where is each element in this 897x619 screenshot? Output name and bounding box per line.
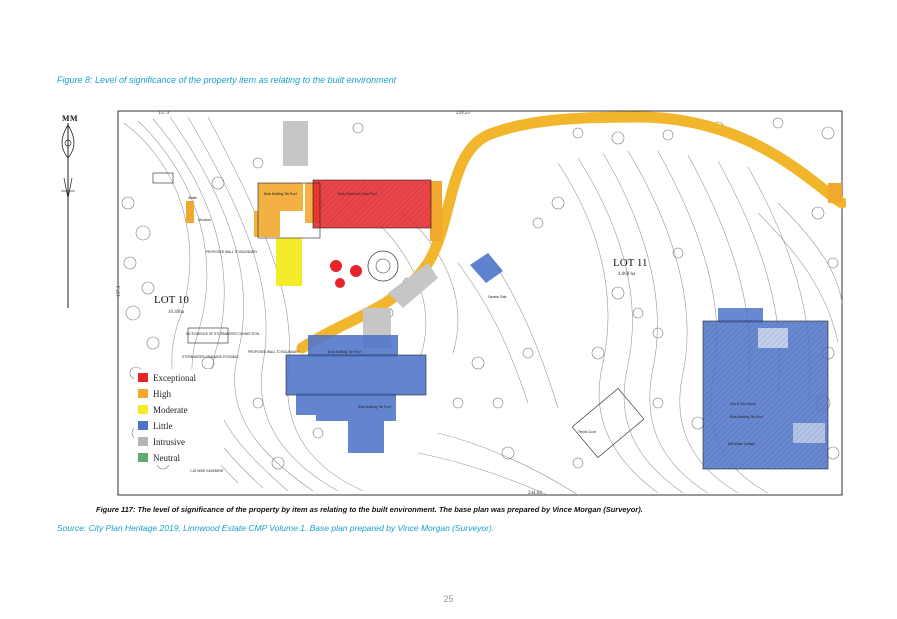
legend-item-moderate: Moderate — [138, 405, 187, 415]
label-brick-building-lower: Brick Building Tile Roof — [328, 350, 361, 354]
lot-10-area: 10.40ha — [168, 310, 185, 315]
driveway-roundabout — [367, 250, 399, 282]
legend-label: Moderate — [153, 405, 187, 415]
label-existing-drain: NO EVIDENCE OF STORMWATER CONNECTION — [186, 332, 260, 336]
legend-item-intrusive: Intrusive — [138, 437, 185, 447]
label-structure: Structure — [198, 218, 211, 222]
dimension-bottom: 244.64 — [528, 491, 542, 496]
label-stormwater: STORMWATER DRAINAGE POSSIBLE — [182, 355, 239, 359]
label-easement: 1.25 WIDE EASEMENT — [190, 469, 224, 473]
legend-swatch — [138, 437, 148, 446]
exceptional-significance-areas — [313, 180, 431, 288]
label-proposed-wall-2: PROPOSED WALL TO BOUNDARY — [248, 350, 300, 354]
legend-item-exceptional: Exceptional — [138, 373, 196, 383]
building-outlines — [152, 172, 829, 470]
legend-item-little: Little — [138, 421, 173, 431]
legend: Exceptional High Moderate Little Intrusi… — [134, 369, 224, 465]
inner-figure-caption: Figure 117: The level of significance of… — [96, 505, 643, 514]
figure-caption: Figure 8: Level of significance of the p… — [57, 75, 397, 85]
lot-11-label: LOT 11 — [613, 257, 648, 269]
dimension-top: 239.53 — [456, 111, 470, 116]
label-brick-building-south: Brick Building Tile Roof — [358, 405, 391, 409]
label-two-storey: One & Two Storey — [730, 402, 756, 406]
label-main-residence: Brick Residence Slate Roof — [338, 192, 377, 196]
moderate-significance-area — [276, 238, 302, 286]
source-note: Source: City Plan Heritage 2019, Linnwoo… — [57, 523, 495, 533]
label-brick-building-left: Brick Building Tile Roof — [264, 192, 297, 196]
legend-label: Little — [153, 421, 173, 431]
page-number: 25 — [443, 594, 454, 604]
legend-item-high: High — [138, 389, 172, 399]
legend-label: High — [153, 389, 172, 399]
legend-label: Exceptional — [153, 373, 196, 383]
legend-swatch — [138, 453, 148, 462]
label-tennis-court: Tennis Court — [578, 430, 596, 434]
label-proposed-wall-1: PROPOSED WALL TO BOUNDARY — [206, 250, 258, 254]
legend-label: Neutral — [153, 453, 180, 463]
legend-swatch — [138, 405, 148, 414]
lot-11-area: 4.068 ha — [618, 272, 636, 277]
dimension-left: 157.3 — [117, 285, 122, 297]
label-mcfarlane-cottage: McFarlane Cottage — [728, 442, 755, 446]
north-letter-1: M — [62, 114, 70, 123]
dimension-top-left: 157.3 — [158, 111, 170, 116]
north-letter-2: M — [70, 114, 78, 123]
legend-label: Intrusive — [153, 437, 185, 447]
legend-swatch — [138, 373, 148, 382]
label-stable: Stable — [188, 196, 197, 200]
legend-item-neutral: Neutral — [138, 453, 180, 463]
label-brick-building-east: Brick Building Tile Roof — [730, 415, 763, 419]
label-gazebo: Gazebo Slab — [488, 295, 507, 299]
lot-10-label: LOT 10 — [154, 294, 189, 306]
site-plan-map: M M — [58, 103, 848, 501]
little-significance-areas — [286, 253, 828, 469]
north-arrow-icon: M M — [61, 114, 78, 308]
legend-swatch — [138, 421, 148, 430]
legend-swatch — [138, 389, 148, 398]
